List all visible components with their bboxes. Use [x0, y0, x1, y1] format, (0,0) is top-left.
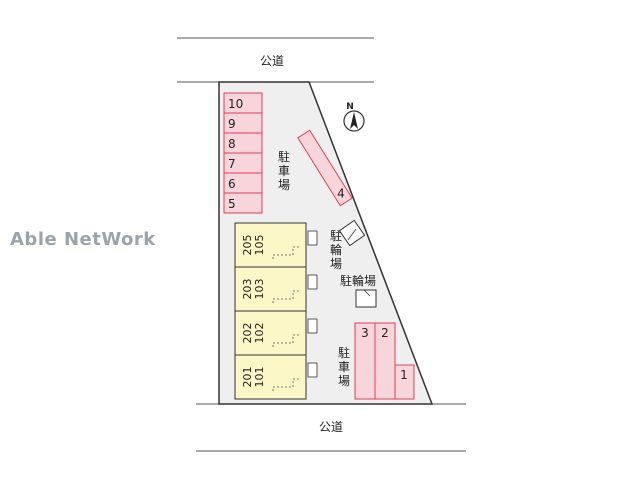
parking-stall-number: 4 [337, 186, 345, 200]
bike-parking-label-char: 駐 [330, 228, 342, 243]
unit-number-upper: 202 [241, 323, 254, 344]
parking-stall-number: 8 [228, 137, 236, 151]
top-road-label: 公道 [260, 54, 284, 68]
unit-entrance [307, 230, 318, 246]
parking-label-north: 駐 車 場 [278, 149, 290, 192]
parking-label-north-char: 場 [278, 178, 290, 192]
bike-parking-east: 駐 輪 場 [330, 219, 366, 271]
unit-number-upper: 203 [241, 279, 254, 300]
parking-stall-number: 5 [228, 197, 236, 211]
north-compass-icon: N [343, 102, 365, 132]
unit-number-upper: 201 [241, 367, 254, 388]
top-road: 公道 [177, 37, 374, 83]
bike-parking-label-char: 場 [330, 257, 342, 271]
bike-parking-center: 駐輪場 [340, 273, 377, 308]
unit-divider-line [272, 378, 301, 391]
parking-label-south-char: 場 [338, 374, 350, 388]
parking-label-south-char: 車 [338, 360, 350, 374]
unit-number-lower: 103 [253, 279, 266, 300]
parking-stall-number: 2 [381, 326, 389, 340]
parking-label-south-char: 駐 [338, 345, 350, 360]
parking-stall [394, 364, 415, 400]
parking-stall-angled: 4 [297, 129, 353, 207]
building-unit [234, 222, 307, 268]
parking-stall-number: 3 [361, 326, 369, 340]
unit-divider-line [272, 334, 301, 347]
bike-shelter [338, 219, 366, 247]
unit-number-upper: 205 [241, 235, 254, 256]
parking-stall [374, 322, 396, 400]
parking-stalls-south: 3 2 1 [354, 322, 415, 400]
unit-number-lower: 101 [253, 367, 266, 388]
watermark: Able NetWork [10, 229, 156, 250]
bottom-road-label: 公道 [319, 420, 343, 434]
unit-divider-line [272, 246, 301, 259]
parking-stall-number: 1 [400, 368, 408, 382]
unit-entrance [307, 362, 318, 378]
unit-divider-line [272, 290, 301, 303]
bike-shelter [355, 289, 377, 308]
parking-stall-number: 7 [228, 157, 236, 171]
bike-parking-label-char: 輪 [330, 242, 342, 257]
parking-label-north-char: 車 [278, 164, 290, 178]
parking-stalls-west: 10 9 8 7 6 5 [223, 92, 263, 214]
unit-entrance [307, 274, 318, 290]
parking-label-south: 駐 車 場 [338, 345, 350, 388]
building-unit [234, 310, 307, 356]
bike-parking-label: 駐輪場 [340, 273, 376, 288]
parking-stall-number: 6 [228, 177, 236, 191]
parking-stall [223, 192, 263, 214]
unit-number-lower: 102 [253, 323, 266, 344]
building-unit [234, 266, 307, 312]
unit-number-lower: 105 [253, 235, 266, 256]
parking-stall-number: 9 [228, 117, 236, 131]
parking-stall-number: 10 [228, 97, 243, 111]
unit-entrance [307, 318, 318, 334]
bottom-road: 公道 [196, 403, 466, 452]
compass-label: N [346, 102, 354, 112]
building-unit [234, 354, 307, 400]
parking-label-north-char: 駐 [278, 149, 290, 164]
